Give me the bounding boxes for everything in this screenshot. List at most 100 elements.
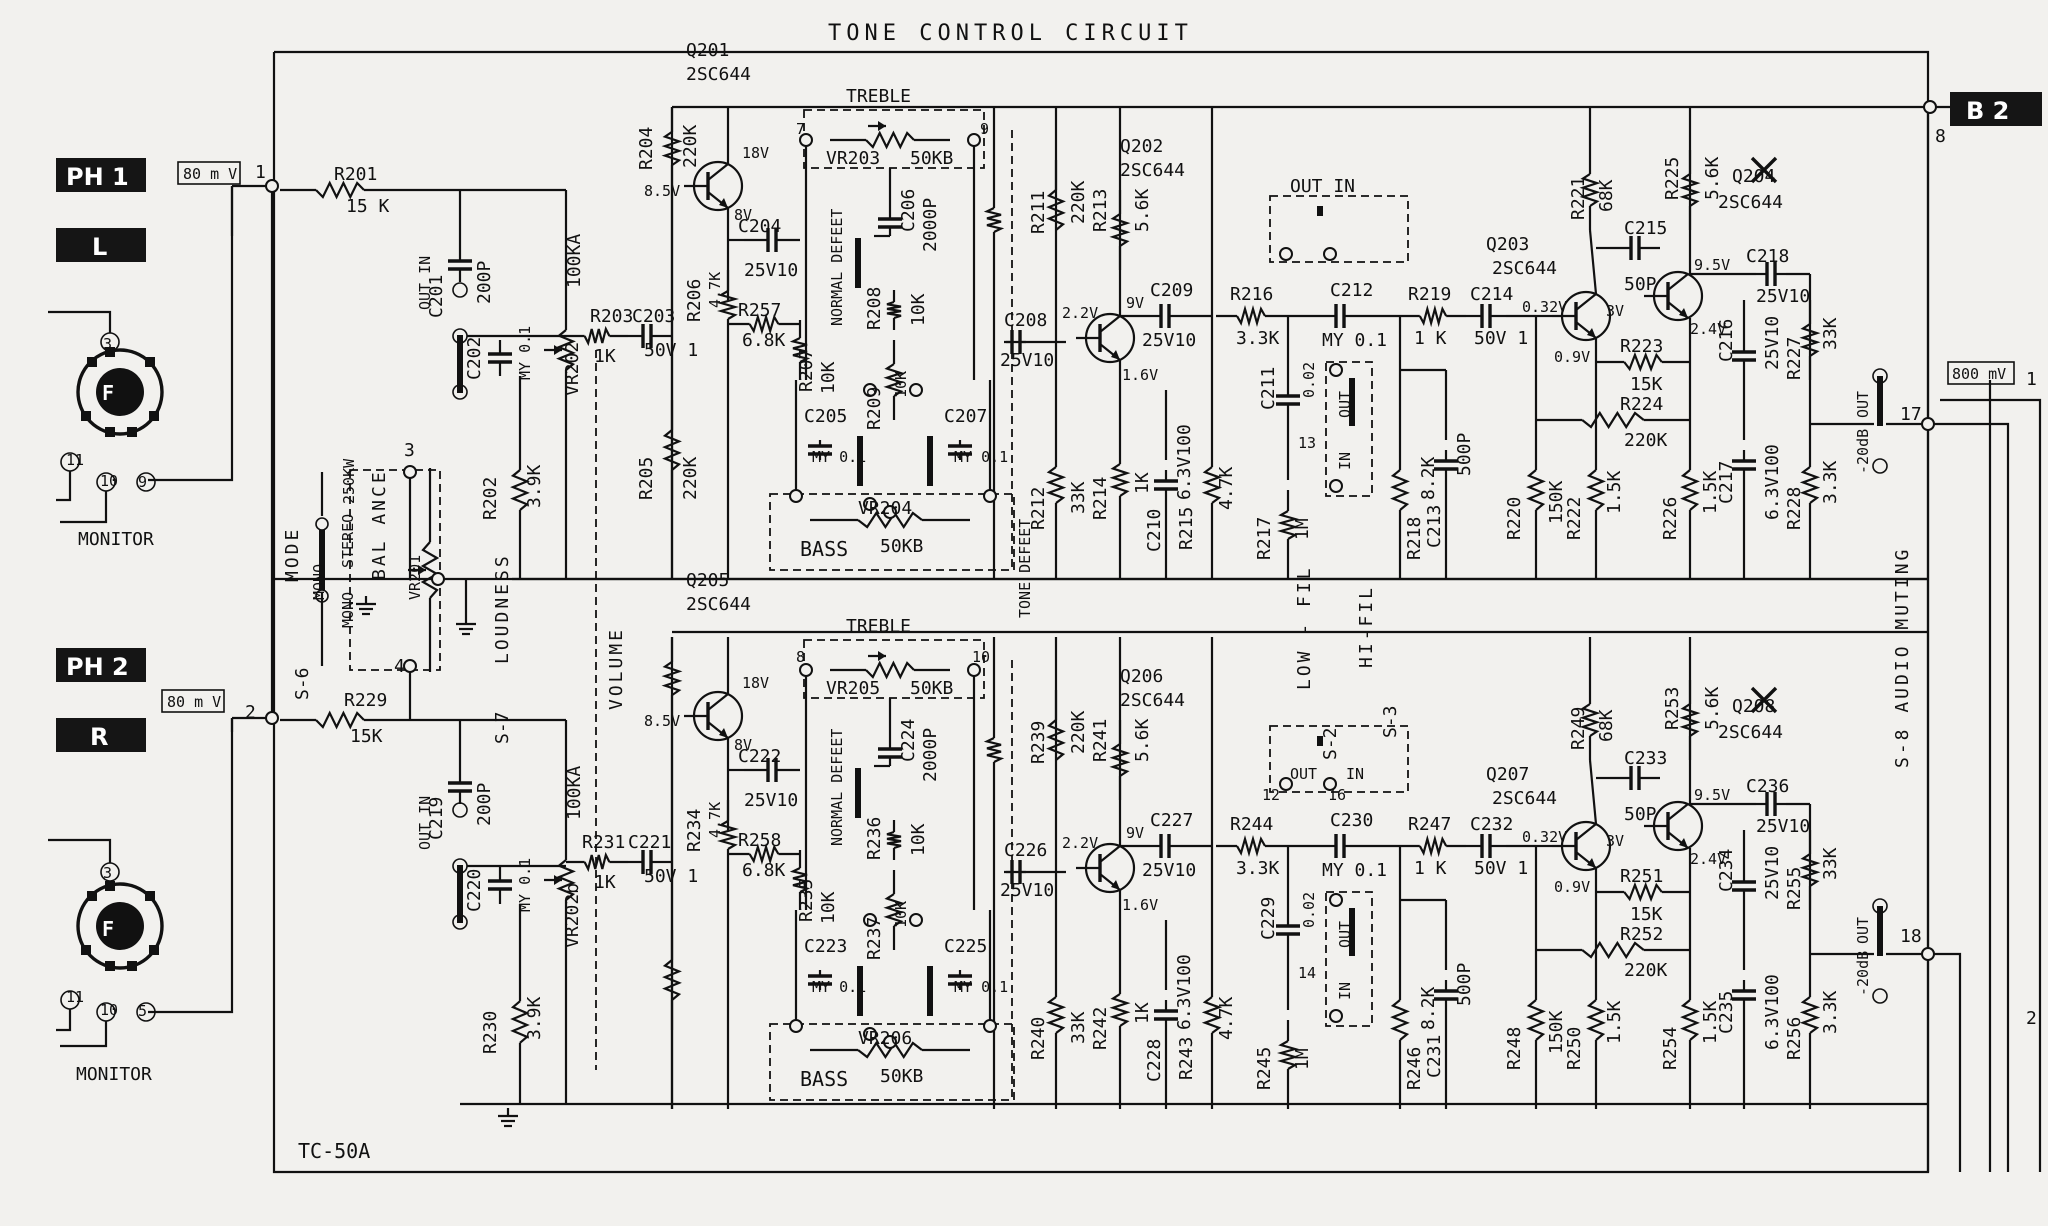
schematic-stroke <box>789 1019 803 1033</box>
ch2-q206-type: 2SC644 <box>1120 690 1185 711</box>
ch2-c218-label: C236 <box>1746 776 1789 797</box>
ch2-q207-label: Q207 <box>1486 764 1529 785</box>
schematic-stroke <box>716 290 740 320</box>
ch1-c205-label: C205 <box>804 406 847 427</box>
ch1-c213-label: C213 <box>1424 505 1445 548</box>
schematic-stroke <box>1111 350 1120 360</box>
terminal-8b: 8 <box>796 648 805 666</box>
ch1-r217-value: 1M <box>1292 518 1313 540</box>
schematic-stroke <box>1236 834 1266 858</box>
schematic-stroke <box>48 310 112 333</box>
schematic-stroke <box>1586 469 1606 511</box>
ch2-v3: 3V <box>1606 832 1624 850</box>
ch1-vr-treble-label: VR203 <box>826 148 880 169</box>
schematic-stroke <box>1084 842 1136 894</box>
schematic-stroke <box>1679 703 1701 737</box>
schematic-stroke <box>1045 466 1067 504</box>
ch1-r228-value: 3.3K <box>1820 460 1841 504</box>
ch2-r224-label: R252 <box>1620 924 1663 945</box>
ch1-c210-label: C210 <box>1144 509 1165 552</box>
normal-defeet-label-1: NORMAL DEFEET <box>828 209 846 326</box>
monitor2-pin-11: 11 <box>66 988 84 1006</box>
s3-out-ch1: OUT <box>1336 391 1354 418</box>
ch2-v09: 0.9V <box>1554 878 1590 896</box>
schematic-stroke <box>769 1023 1015 1101</box>
ch2-c207-value: MY 0.1 <box>954 978 1008 996</box>
schematic-stroke <box>265 179 279 193</box>
ch1-r213-value: 5.6K <box>1132 188 1153 232</box>
schematic-stroke <box>1679 173 1701 207</box>
schematic-stroke <box>315 517 329 531</box>
schematic-stroke <box>692 690 744 742</box>
schematic-stroke <box>149 411 159 421</box>
schematic-stroke <box>1667 803 1689 821</box>
ch2-v85: 8.5V <box>644 712 680 730</box>
ch1-v032: 0.32V <box>1522 298 1567 316</box>
tone-defeet-label: TONE DEFEET <box>1016 519 1034 618</box>
ch2-r217-label: R245 <box>1254 1047 1275 1090</box>
ch1-c216-label: C216 <box>1716 319 1737 362</box>
ch2-r212-value: 33K <box>1068 1011 1089 1044</box>
schematic-stroke <box>1575 293 1597 311</box>
ch2-r206-value: 4.7K <box>706 802 724 838</box>
schematic-stroke <box>319 530 325 590</box>
ch2-c212-value: MY 0.1 <box>1322 860 1387 881</box>
schematic-stroke <box>1317 736 1323 746</box>
s7-out-in-1: OUT IN <box>416 256 434 310</box>
ch2-c215-label: C233 <box>1624 748 1667 769</box>
schematic-stroke <box>769 493 1015 571</box>
ch1-r227-label: R227 <box>1784 337 1805 380</box>
ch2-r216-label: R244 <box>1230 814 1273 835</box>
ch1-r221-value: 68K <box>1596 179 1617 212</box>
ch2-r211-value: 220K <box>1068 710 1089 754</box>
terminal-2: 2 <box>245 702 256 723</box>
schematic-stroke <box>1680 469 1700 511</box>
ch1-c212-label: C212 <box>1330 280 1373 301</box>
ch1-q202-label: Q202 <box>1120 136 1163 157</box>
schematic-stroke <box>1045 996 1067 1034</box>
ch2-r226-label: R254 <box>1660 1027 1681 1070</box>
svg-text:80 m V: 80 m V <box>167 693 221 711</box>
schematic-stroke <box>883 505 897 519</box>
ch2-v9: 9V <box>1126 824 1144 842</box>
r231-value: 1K <box>594 872 616 893</box>
schematic-stroke <box>556 859 576 901</box>
schematic-stroke <box>1921 417 1935 431</box>
r202-label: R202 <box>480 477 501 520</box>
monitor2-pin-5: 5 <box>138 1002 147 1020</box>
c219-label: C219 <box>426 797 447 840</box>
schematic-stroke <box>452 802 468 818</box>
ch2-bass-label: BASS <box>800 1067 848 1091</box>
ch1-r220-value: 150K <box>1546 480 1567 524</box>
schematic-stroke <box>148 718 234 1014</box>
schematic-stroke <box>983 1019 997 1033</box>
terminal-12: 12 <box>1262 786 1280 804</box>
schematic-stroke <box>1581 940 1645 960</box>
schematic-stroke <box>76 882 164 970</box>
schematic-stroke <box>1934 422 2010 1172</box>
ch2-v8: 8V <box>734 736 752 754</box>
ch1-r225-label: R225 <box>1662 157 1683 200</box>
connector-b2: B 2 <box>1950 92 2042 126</box>
connector-ph1: PH 1 <box>56 158 146 192</box>
schematic-stroke <box>127 961 137 971</box>
schematic-stroke <box>1750 156 1778 184</box>
ch2-q208-type: 2SC644 <box>1718 722 1783 743</box>
ch2-c207-label: C225 <box>944 936 987 957</box>
ch1-c218-value: 25V10 <box>1756 286 1810 307</box>
schematic-stroke <box>1679 838 1688 848</box>
ch2-r228-label: R256 <box>1784 1017 1805 1060</box>
ch1-q201-type: 2SC644 <box>686 64 751 85</box>
ch2-r217-value: 1M <box>1292 1048 1313 1070</box>
ch2-c218-value: 25V10 <box>1756 816 1810 837</box>
schematic-stroke <box>1276 510 1300 540</box>
schematic-stroke <box>855 768 861 818</box>
schematic-stroke <box>87 357 97 367</box>
ch2-r208-value: 10K <box>908 823 929 856</box>
schematic-stroke <box>1526 469 1546 511</box>
schematic-stroke <box>1323 777 1337 791</box>
schematic-stroke <box>1084 312 1136 364</box>
schematic-stroke <box>1877 376 1883 426</box>
ch1-q204-label: Q204 <box>1732 166 1775 187</box>
vr202b-label: VR202b <box>562 883 583 948</box>
